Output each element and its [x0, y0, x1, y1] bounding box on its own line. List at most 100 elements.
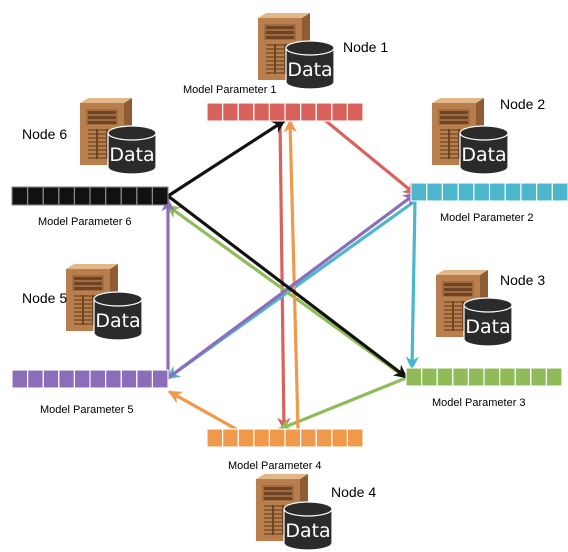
- server-rail: [92, 295, 94, 325]
- server-rail: [284, 44, 286, 74]
- data-cylinder-body: [107, 132, 157, 175]
- server-slot: [444, 293, 472, 296]
- server-rail: [448, 129, 450, 159]
- server-vent: [440, 149, 468, 151]
- data-cylinder-top: [93, 291, 143, 307]
- node-6-data-label: Data: [109, 144, 154, 166]
- server-slot: [440, 116, 468, 119]
- node-1-data-label: Data: [287, 59, 332, 81]
- server-slot: [266, 26, 294, 29]
- model-parameter-6-label: Model Parameter 6: [38, 216, 132, 228]
- data-cylinder-top: [283, 501, 333, 517]
- model-parameter-3-bar: [405, 367, 563, 387]
- model-parameter-1-bar: [206, 102, 364, 122]
- server-vent: [266, 44, 294, 46]
- server-vent: [266, 60, 294, 62]
- server-vent: [444, 309, 472, 311]
- node-4-data-label: Data: [285, 520, 330, 542]
- server-slot: [74, 287, 102, 290]
- server-rail: [272, 505, 274, 535]
- server-vent: [264, 505, 292, 507]
- node-2-data-label: Data: [461, 144, 506, 166]
- node-4-label: Node 4: [331, 484, 377, 500]
- server-slot: [266, 31, 294, 34]
- server-rail: [96, 129, 98, 159]
- node-4-data-store: Data: [283, 501, 333, 551]
- node-5-data-store: Data: [93, 291, 143, 341]
- node-3-data-store: Data: [463, 297, 513, 347]
- node-4-server-icon: Data: [256, 474, 333, 551]
- server-slot: [440, 121, 468, 124]
- server-vent: [88, 153, 116, 155]
- node-3-data-label: Data: [465, 316, 510, 338]
- server-vent: [74, 303, 102, 305]
- node-6-data-store: Data: [107, 125, 157, 175]
- arrow-node-1-to-node-2: [324, 119, 417, 196]
- node-1-label: Node 1: [343, 39, 389, 55]
- server-slot: [444, 288, 472, 291]
- server-vent: [266, 72, 294, 74]
- model-parameter-2-label: Model Parameter 2: [440, 212, 534, 224]
- server-rail: [82, 295, 84, 325]
- data-cylinder-body: [459, 132, 509, 175]
- server-slot: [88, 116, 116, 119]
- server-vent: [444, 329, 472, 331]
- server-vent: [88, 133, 116, 135]
- server-slot: [440, 111, 468, 114]
- server-slot: [88, 111, 116, 114]
- node-5-server-icon: Data: [66, 264, 143, 341]
- node-5-label: Node 5: [22, 290, 68, 306]
- node-6-label: Node 6: [22, 126, 68, 142]
- server-vent: [88, 129, 116, 131]
- server-slot: [266, 36, 294, 39]
- server-top: [80, 98, 132, 103]
- server-vent: [74, 315, 102, 317]
- arrow-node-4-to-node-5: [168, 390, 238, 431]
- node-6-server-icon: Data: [80, 98, 157, 175]
- data-cylinder-body: [463, 304, 513, 347]
- server-vent: [74, 295, 102, 297]
- server-top: [66, 264, 118, 269]
- node-3-server-icon: Data: [436, 270, 513, 347]
- node-2-label: Node 2: [500, 96, 546, 112]
- server-vent: [440, 145, 468, 147]
- node-2-server-icon: Data: [432, 98, 509, 175]
- data-cylinder-body: [283, 508, 333, 551]
- server-slot: [88, 121, 116, 124]
- arrow-node-3-to-node-4: [278, 376, 408, 431]
- model-parameter-1-label: Model Parameter 1: [183, 84, 277, 96]
- node-2-data-store: Data: [459, 125, 509, 175]
- arrow-node-6-to-node-1: [166, 119, 286, 198]
- server-vent: [440, 137, 468, 139]
- server-vent: [440, 157, 468, 159]
- arrow-node-6-to-node-3: [166, 194, 408, 379]
- server-rail: [274, 44, 276, 74]
- server-slot: [444, 283, 472, 286]
- server-top: [432, 98, 484, 103]
- server-vent: [444, 325, 472, 327]
- server-vent: [444, 317, 472, 319]
- server-vent: [88, 141, 116, 143]
- server-rail: [106, 129, 108, 159]
- server-vent: [264, 529, 292, 531]
- data-cylinder-top: [285, 40, 335, 56]
- data-cylinder-body: [93, 298, 143, 341]
- server-vent: [74, 319, 102, 321]
- server-vent: [440, 129, 468, 131]
- server-vent: [440, 133, 468, 135]
- server-slot: [74, 282, 102, 285]
- server-slot: [264, 492, 292, 495]
- arrow-node-3-to-node-6: [166, 204, 408, 380]
- parameter-cell: [151, 186, 169, 206]
- server-vent: [74, 299, 102, 301]
- server-rail: [452, 301, 454, 331]
- node-3-label: Node 3: [500, 272, 546, 288]
- server-rail: [462, 301, 464, 331]
- model-parameter-4-bar: [206, 428, 364, 448]
- arrow-node-1-to-node-4: [277, 119, 291, 432]
- server-vent: [74, 307, 102, 309]
- server-vent: [264, 521, 292, 523]
- server-vent: [444, 321, 472, 323]
